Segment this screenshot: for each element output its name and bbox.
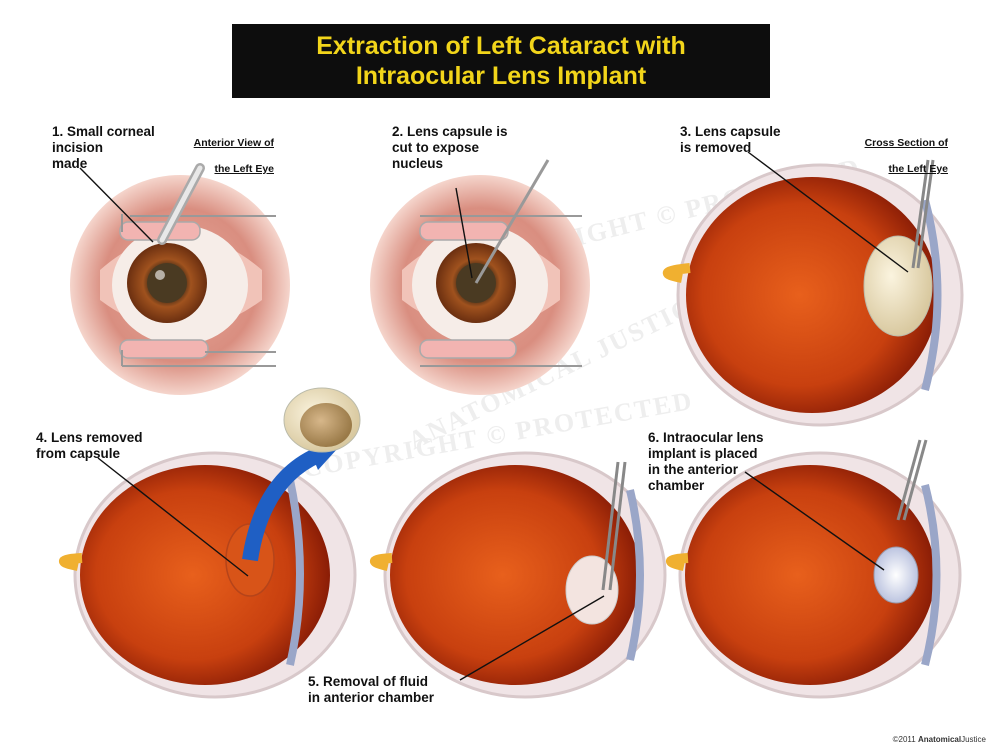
panel-6-cross-section [666,439,962,699]
step-6-label: 6. Intraocular lens implant is placed in… [648,430,764,493]
step-3-label: 3. Lens capsule is removed [680,124,781,155]
panel-5-cross-section [370,451,667,699]
panel-3-cross-section [663,151,964,427]
view-label-cross-line2: the Left Eye [888,163,948,175]
view-label-cross-line1: Cross Section of [864,137,948,149]
view-label-anterior-line1: Anterior View of [193,137,274,149]
panel-1-anterior-eye [70,163,290,395]
title-line-1: Extraction of Left Cataract with [316,32,686,60]
view-label-anterior-line2: the Left Eye [214,163,274,175]
step-2-label: 2. Lens capsule is cut to expose nucleus [392,124,508,171]
title-banner: Extraction of Left Cataract with Intraoc… [232,24,770,98]
copyright-year: ©2011 [892,735,916,744]
brand-name: Anatomical [917,735,962,744]
brand-suffix: Justice [961,735,986,744]
copyright-footer: ©2011 AnatomicalJustice [893,735,986,744]
panel-2-anterior-eye [370,159,590,395]
panel-4-cross-section [59,387,361,699]
step-1-label: 1. Small corneal incision made [52,124,155,171]
step-4-label: 4. Lens removed from capsule [36,430,143,461]
view-label-anterior: Anterior View of the Left Eye [178,124,274,189]
view-label-cross-section: Cross Section of the Left Eye [852,124,948,189]
step-5-label: 5. Removal of fluid in anterior chamber [308,674,435,705]
title-line-2: Intraocular Lens Implant [355,62,647,90]
